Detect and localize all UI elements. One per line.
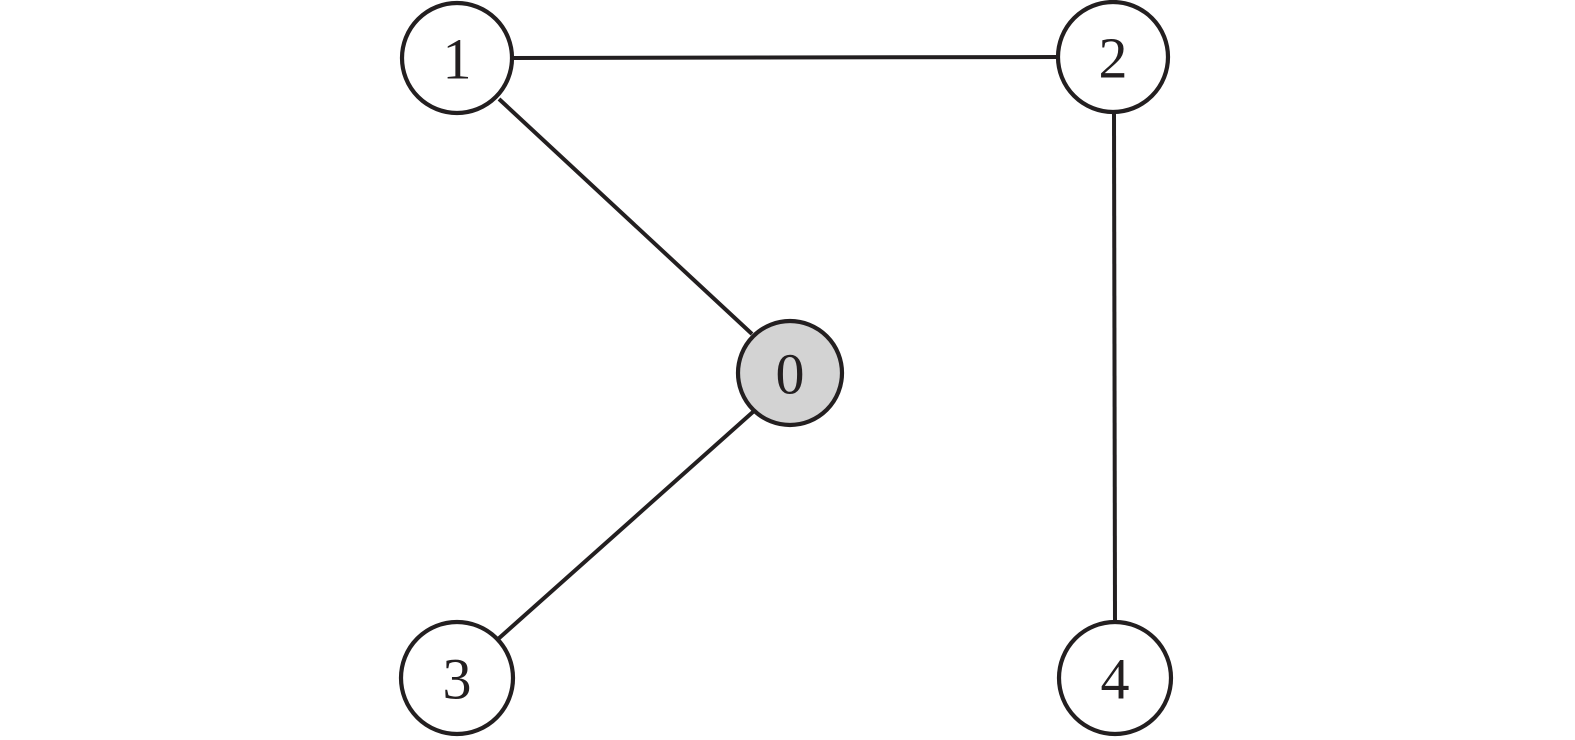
node-circle-3[interactable] — [398, 619, 516, 737]
graph-node-3[interactable]: 3 — [398, 619, 516, 737]
graph-edge-1-0 — [497, 97, 754, 336]
graph-node-4[interactable]: 4 — [1056, 619, 1174, 737]
graph-node-2[interactable]: 2 — [1055, 0, 1171, 115]
graph-edge-2-4 — [1112, 111, 1117, 623]
graph-edge-0-3 — [495, 409, 756, 642]
graph-node-1[interactable]: 1 — [399, 0, 515, 116]
node-label-3: 3 — [443, 647, 472, 712]
node-label-0: 0 — [776, 342, 805, 407]
edges-group — [495, 55, 1117, 642]
graph-edge-1-2 — [511, 55, 1059, 60]
nodes-group: 0 1 2 3 4 — [398, 0, 1174, 737]
node-label-1: 1 — [443, 27, 472, 92]
node-circle-2[interactable] — [1055, 0, 1171, 115]
node-label-4: 4 — [1101, 647, 1130, 712]
node-label-2: 2 — [1099, 26, 1128, 91]
node-circle-0[interactable] — [735, 318, 845, 428]
node-circle-4[interactable] — [1056, 619, 1174, 737]
node-circle-1[interactable] — [399, 0, 515, 116]
graph-node-0[interactable]: 0 — [735, 318, 845, 428]
